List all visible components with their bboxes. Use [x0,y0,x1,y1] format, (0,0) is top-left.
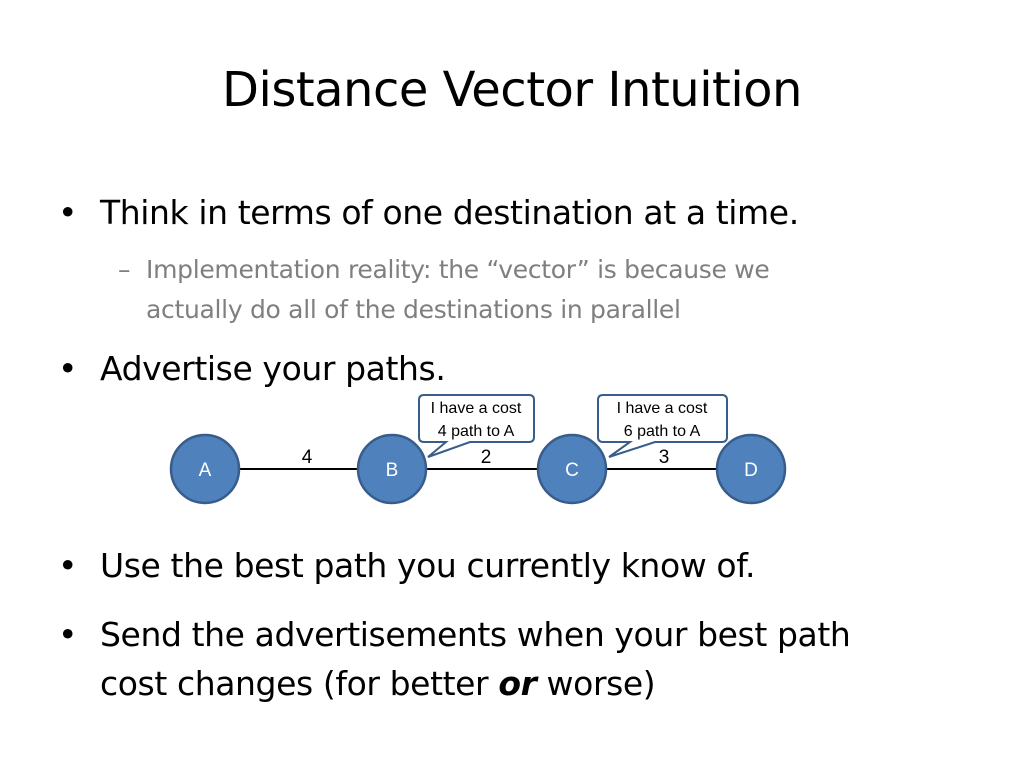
callout-c-line-2: 6 path to A [624,423,701,440]
sub-bullet-text: Implementation reality: the “vector” is … [146,250,906,330]
node-d [715,433,787,505]
sub-bullet-line-2: actually do all of the destinations in p… [146,295,681,324]
bullet-1-text: Think in terms of one destination at a t… [100,193,799,232]
node-c [536,433,608,505]
bullet-glyph: • [58,349,78,388]
bullet-glyph: • [58,546,78,585]
bullet-glyph: • [58,193,78,232]
callout-b-line-1: I have a cost [431,400,522,417]
dash-glyph: – [118,255,131,284]
bullet-4-line-2: cost changes (for better or worse) [100,659,980,708]
edge-cost-b-c: 2 [481,447,492,468]
node-c-label: C [565,460,579,481]
node-a [169,433,241,505]
bullet-3-text: Use the best path you currently know of. [100,546,756,585]
callout-b [418,394,535,458]
callout-c-line-1: I have a cost [617,400,708,417]
edge-cost-c-d: 3 [659,447,670,468]
slide-title: Distance Vector Intuition [222,62,802,118]
emphasis-or: or [498,664,537,703]
node-b-label: B [386,460,399,481]
node-b [356,433,428,505]
edge-cost-a-b: 4 [302,447,313,468]
node-d-label: D [744,460,758,481]
bullet-glyph: • [58,615,78,654]
bullet-4-line-1: Send the advertisements when your best p… [100,615,851,654]
bullet-4-text: Send the advertisements when your best p… [100,610,980,708]
callout-c [597,394,728,458]
bullet-2-text: Advertise your paths. [100,349,446,388]
bullet-4-line-2-before: cost changes (for better [100,664,499,703]
callout-b-line-2: 4 path to A [438,423,515,440]
bullet-4-line-2-after: worse) [536,664,656,703]
node-a-label: A [199,460,212,481]
sub-bullet-line-1: Implementation reality: the “vector” is … [146,255,770,284]
